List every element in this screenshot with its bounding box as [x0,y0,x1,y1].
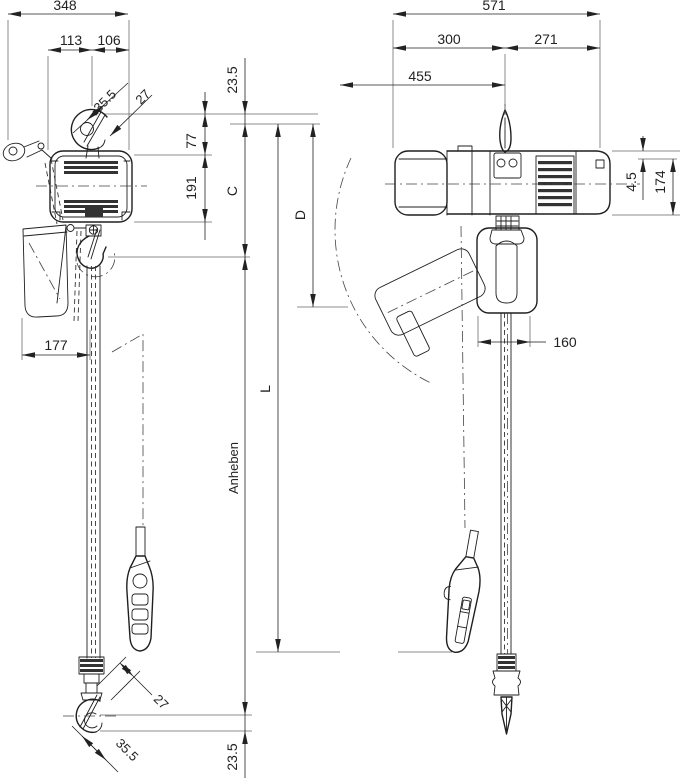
front-reference-lines [7,20,452,732]
dim-top-hook-opening: 35.5 [91,87,120,116]
dim-headroom-c: C [224,186,240,196]
dim-body-height: 191 [183,176,199,200]
chain-container-side [476,215,538,314]
label-anheben: Anheben [226,442,241,494]
bottom-hook-side [492,653,521,735]
dim-side-hook-left: 300 [437,31,461,47]
dim-top-offset: 23.5 [224,66,240,93]
side-view: 571 300 271 455 4.5 174 D 160 [292,0,680,735]
pendant-control-front [126,526,154,652]
chain-fall-side [500,312,512,655]
pendant-cable-side [460,225,466,529]
dim-top-hook-throat: 27 [132,86,153,107]
chain-fall-front [86,265,101,659]
hoist-body-front [36,150,147,223]
suspension-eye [2,140,53,162]
dim-hook-left: 113 [60,32,83,48]
chain-container-swung [374,248,486,357]
dim-lift-l: L [257,385,273,393]
slack-chain-band [44,158,64,225]
side-dimensions: 571 300 271 455 4.5 174 D 160 [292,0,676,350]
dim-side-body-height: 174 [652,170,668,194]
dim-container-offset: 177 [44,337,68,353]
hoist-body-side [385,104,640,216]
pendant-control-side [443,529,481,654]
container-swing-arc [334,157,434,385]
dim-side-hook-right: 271 [534,31,558,47]
dim-top-gap: 4.5 [623,172,639,192]
dim-container-width: 160 [553,334,577,350]
front-view: 348 113 106 35.5 27 23.5 77 191 C 177 An… [2,0,452,778]
dim-container-depth-d: D [292,210,308,220]
bottom-hook-raised [66,224,116,278]
front-dimensions: 348 113 106 35.5 27 23.5 77 191 C 177 An… [8,0,316,778]
pendant-cable-front [111,333,144,527]
dim-hook-to-body: 77 [183,133,199,149]
dim-bottom-hook-throat: 27 [151,691,172,712]
dim-hook-right: 106 [97,32,121,48]
dim-overall-length: 571 [482,0,506,13]
dim-overall-width: 348 [53,0,77,13]
chain-container-front [22,224,82,323]
dim-bottom-hook-opening: 35.5 [113,736,142,765]
dim-bottom-offset: 23.5 [224,743,240,770]
dim-swing-radius: 455 [408,68,432,84]
bottom-hook-lowered [63,656,116,734]
